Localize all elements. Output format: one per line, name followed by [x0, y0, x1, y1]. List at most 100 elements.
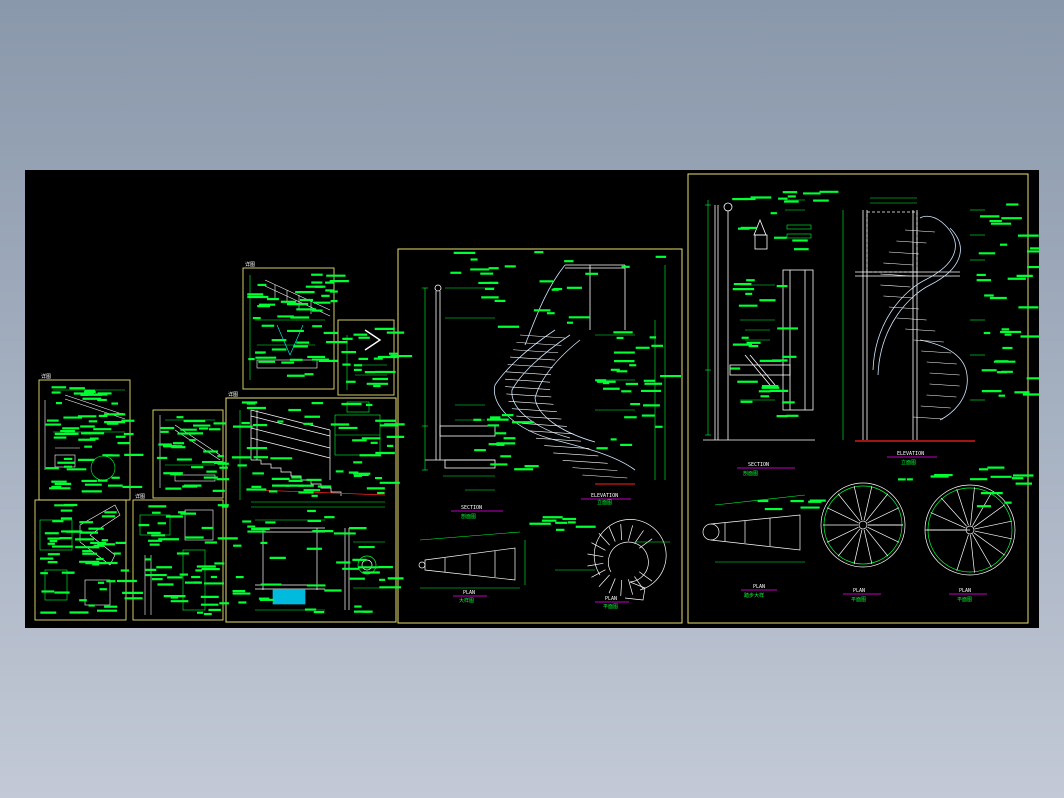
tread-line — [896, 240, 927, 244]
radial-tread — [826, 526, 859, 543]
radial-tread — [863, 529, 873, 565]
tread-line — [511, 408, 557, 412]
sheet-small-4-content — [139, 509, 214, 615]
sheet-small-4-frame — [132, 499, 224, 621]
radial-tread — [930, 512, 966, 529]
radial-tread — [865, 493, 889, 522]
tread-line — [572, 467, 618, 471]
sheet-b-plan-dims — [714, 494, 806, 563]
tread-line — [926, 361, 957, 365]
sheet-a-elevation-view — [493, 264, 636, 471]
radial-tread — [853, 529, 863, 565]
tread-line — [926, 394, 957, 398]
sheet-a-detail-dims — [419, 531, 526, 589]
sheet-a-plan-sub: 平面图 — [603, 604, 618, 610]
tread-line — [562, 459, 608, 464]
sheet-top-1-tag: 详图 — [245, 261, 255, 268]
tread-line — [913, 416, 944, 420]
radial-tread — [853, 485, 863, 521]
sheet-a-elevation-treads — [505, 334, 628, 479]
tread-line — [921, 350, 952, 354]
sheet-small-2-frame — [152, 409, 224, 499]
sheet-b-elevation-view — [855, 210, 968, 440]
radial-tread — [940, 497, 967, 527]
sheet-mid-frame — [225, 397, 397, 623]
radial-tread — [956, 488, 969, 526]
sheet-a-elevation-title: ELEVATION — [591, 493, 618, 499]
sheet-b-plan-half-circle — [924, 484, 1016, 576]
sheet-b-frame — [687, 173, 1029, 624]
sheet-a-elevation-sub: 立面图 — [597, 499, 612, 506]
sheet-a-detail-sub: 大样图 — [459, 597, 474, 604]
sheet-a-elevation-dims — [465, 265, 666, 491]
tread-line — [528, 430, 574, 435]
tread-line — [905, 328, 936, 332]
tread-line — [883, 295, 914, 299]
radial-tread — [956, 534, 969, 572]
radial-tread — [865, 528, 889, 557]
radial-tread — [973, 504, 1005, 528]
tread-line — [519, 334, 566, 339]
radial-tread — [628, 579, 634, 595]
cad-drawing-svg: SECTION 剖面图 ELEVATION 立面图 PLAN 踏步大样 PLAN… — [34, 173, 1039, 624]
sheet-small-1-tag: 详图 — [41, 373, 51, 380]
sheet-top-1-content — [256, 279, 331, 369]
tread-line — [508, 401, 554, 405]
tread-line — [516, 342, 562, 346]
tread-line — [521, 423, 567, 427]
sheet-a-plan-dims — [555, 541, 670, 571]
sheet-mid-stair-elevation — [250, 409, 386, 496]
radial-tread — [620, 579, 623, 596]
tread-line — [505, 386, 551, 390]
radial-tread — [634, 530, 644, 544]
sheet-b-section-title: SECTION — [748, 462, 769, 468]
radial-tread — [587, 553, 604, 558]
sheet-b-elevation-dims — [842, 197, 985, 440]
radial-tread — [863, 485, 873, 521]
radial-tread — [970, 487, 975, 526]
sheet-small-2-dims — [165, 419, 215, 466]
radial-tread — [837, 493, 861, 522]
tread-line — [506, 393, 552, 398]
tread-line — [544, 445, 590, 449]
radial-tread — [634, 576, 644, 590]
radial-tread — [973, 532, 1005, 556]
radial-tread — [620, 524, 623, 541]
sheet-b-plan2-sub: 平面图 — [851, 597, 866, 603]
sheet-small-4-tag: 详图 — [135, 493, 145, 500]
sheet-b-section-dims — [705, 199, 812, 436]
tread-line — [505, 378, 551, 383]
sheet-top-1-dims — [249, 275, 325, 380]
radial-tread — [608, 526, 616, 542]
dimension-annotation-layer — [40, 190, 1039, 616]
radial-tread — [638, 571, 653, 582]
radial-tread — [972, 492, 992, 526]
sheet-a-detail-title: PLAN — [463, 590, 475, 596]
tread-line — [513, 349, 559, 354]
sheet-b-elevation-treads — [880, 229, 960, 420]
tread-line — [880, 284, 911, 288]
sheet-a-section-dims — [422, 287, 495, 477]
tread-line — [505, 371, 551, 376]
tread-line — [904, 229, 936, 233]
sheet-b-plan3-sub: 平面图 — [957, 597, 972, 603]
sheet-b-elevation-title: ELEVATION — [897, 451, 924, 457]
radial-tread — [587, 562, 604, 567]
radial-tread — [837, 528, 861, 557]
sheet-b-elevation-sub: 立面图 — [901, 459, 916, 466]
radial-tread — [867, 526, 900, 543]
sheet-a-plan-spiral — [587, 519, 667, 601]
tread-line — [510, 356, 556, 361]
sheet-a-detail-tread — [418, 547, 516, 581]
tread-line — [553, 452, 599, 457]
sheet-b-plan2-title: PLAN — [853, 588, 865, 594]
radial-tread — [974, 530, 1013, 540]
sheet-b-section-sub: 剖面图 — [743, 470, 758, 477]
tread-line — [929, 372, 960, 376]
sheet-a-section-view — [425, 284, 496, 469]
tread-line — [896, 317, 927, 321]
radial-tread — [598, 574, 610, 587]
sheet-b-plan1-title: PLAN — [753, 584, 765, 590]
sheet-b-plan-tread — [702, 514, 801, 551]
sheet-a-plan-title: PLAN — [605, 596, 617, 602]
